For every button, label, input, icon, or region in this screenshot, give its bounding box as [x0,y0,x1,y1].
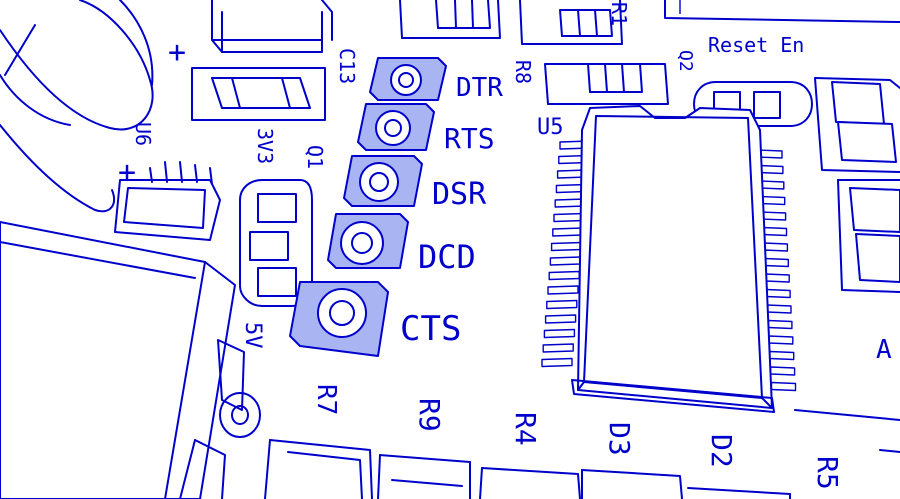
ic-pin [550,241,583,252]
ic-pin [552,227,584,237]
pin-label-dtr: DTR [456,73,503,103]
module-bottom-left [0,221,236,499]
component-3v3 [191,67,326,121]
label-u5: U5 [537,115,564,140]
pin-label-dsr: DSR [432,177,487,212]
label-q2: Q2 [675,50,696,72]
label-5v: 5V [240,322,265,349]
ic-pin [763,257,789,268]
label-d2: D2 [705,434,738,468]
pin-label-cts: CTS [400,309,461,349]
capacitor-c13 [211,0,333,53]
label-r5: R5 [811,456,844,490]
ic-pin [549,256,582,266]
ic-pin [542,343,574,353]
ic-pin [546,299,578,310]
plus-mark-top: + [168,35,186,70]
pin-label-dcd: DCD [418,238,476,276]
ic-pin [762,242,789,252]
ic-pin [769,366,796,376]
jumper-5v [179,339,261,499]
header-pad-cts [289,281,389,357]
plus-mark-left: + [118,155,136,190]
component-bottom-right [794,409,900,453]
label-a: A [876,335,892,365]
resistor-r4 [479,467,581,499]
capacitor-top-left [0,0,154,213]
ic-u6 [114,161,221,241]
header-pad-dtr [369,57,447,101]
ic-pin [767,319,793,330]
resistor-r7 [264,439,373,499]
ic-pin [761,226,788,237]
label-3v3: 3V3 [253,128,277,164]
label-r9: R9 [413,398,446,432]
label-c13: C13 [335,48,359,84]
ic-pin [553,212,585,223]
ic-pin [769,350,795,361]
header-pad-dsr [343,155,423,207]
resistor-r1-footprint [519,0,623,45]
ic-pin [768,335,794,345]
diode-d3 [581,469,683,499]
component-top-middle [399,0,501,39]
resistor-r9 [377,454,471,499]
display-edge [664,0,900,23]
ic-pin [547,285,579,295]
header-pad-rts [357,103,435,151]
footprint-q1 [239,179,313,307]
ic-pin [770,381,797,392]
ic-pin [541,357,573,368]
ic-pin [548,270,580,281]
ic-pin [765,288,791,299]
ic-pin [760,195,786,206]
header-pad-dcd [327,213,409,269]
label-r7: R7 [311,384,341,415]
ic-u5 [541,105,797,413]
pin-label-rts: RTS [444,122,495,155]
ic-pin [764,273,790,283]
label-reset-en: Reset En [708,33,804,57]
component-r8 [544,63,669,105]
label-u6: U6 [131,122,155,146]
label-r4: R4 [509,412,542,446]
ic-pin [544,314,577,324]
label-q1: Q1 [303,145,327,169]
label-r1: R1 [607,2,631,26]
component-right-middle [837,179,900,293]
ic-pin [760,211,787,221]
component-right-top [814,77,900,173]
ic-pin [766,304,792,314]
label-d3: D3 [603,422,636,456]
diode-d2 [687,487,791,499]
ic-pin [543,328,576,339]
label-r8: R8 [511,60,535,84]
